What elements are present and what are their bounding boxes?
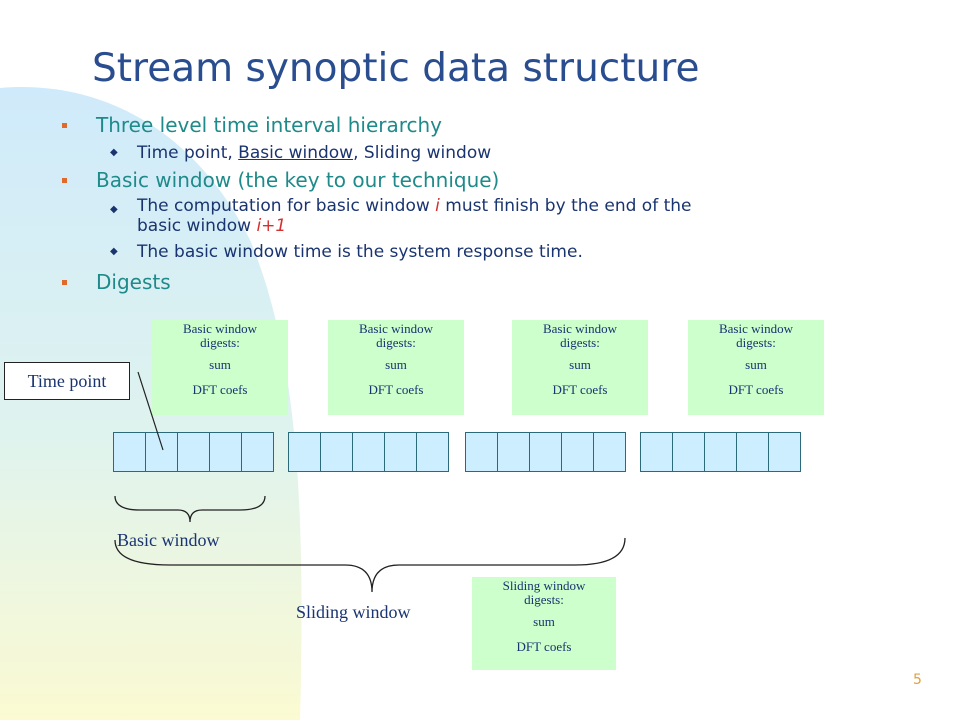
diamond-bullet-icon: ◆ [110,204,118,215]
bullet-hierarchy: Three level time interval hierarchy [62,113,443,137]
digest-subheading: digests: [524,592,564,607]
digest-sum: sum [533,614,555,629]
time-point-label: Time point [27,371,107,391]
square-bullet-icon [62,123,67,128]
time-point-cell [640,432,673,472]
time-point-cell [736,432,769,472]
bullet-text: Basic window (the key to our technique) [96,168,500,192]
digest-dft: DFT coefs [192,382,248,397]
digest-sum: sum [209,357,231,372]
time-point-cell [465,432,498,472]
sub-bullet-text: The computation for basic window [137,196,436,216]
time-point-cell [593,432,626,472]
digest-subheading: digests: [200,335,240,350]
basic-window-digest-box: Basic window digests: sum DFT coefs [688,320,824,415]
sub-bullet-computation: ◆ The computation for basic window i mus… [110,196,692,236]
time-point-cell [288,432,321,472]
sub-bullet-response-time: ◆ The basic window time is the system re… [110,242,583,262]
index-i-plus-1: i+1 [256,216,287,236]
digest-subheading: digests: [560,335,600,350]
sub-bullet-text-mid: must finish by the end of the [439,196,692,216]
digest-heading: Basic window [718,321,794,336]
time-point-cell [497,432,530,472]
time-point-cell [529,432,562,472]
square-bullet-icon [62,280,67,285]
digest-subheading: digests: [376,335,416,350]
time-point-cell [113,432,146,472]
digest-heading: Basic window [542,321,618,336]
digest-subheading: digests: [736,335,776,350]
sub-bullet-time-levels: ◆ Time point, Basic window, Sliding wind… [110,143,492,163]
time-point-cell [177,432,210,472]
time-point-cell [672,432,705,472]
time-point-cell [416,432,449,472]
basic-window-link[interactable]: Basic window [238,143,354,163]
time-point-cell [209,432,242,472]
square-bullet-icon [62,178,67,183]
bullet-basic-window: Basic window (the key to our technique) [62,168,500,192]
digest-dft: DFT coefs [516,639,572,654]
time-point-label-box: Time point [4,362,130,400]
digest-dft: DFT coefs [368,382,424,397]
sub-bullet-text-end: , Sliding window [353,143,492,163]
time-point-cell [145,432,178,472]
digest-sum: sum [569,357,591,372]
digest-dft: DFT coefs [728,382,784,397]
basic-window-digest-box: Basic window digests: sum DFT coefs [328,320,464,415]
basic-window-digest-box: Basic window digests: sum DFT coefs [512,320,648,415]
basic-window-digest-box: Basic window digests: sum DFT coefs [152,320,288,415]
time-point-cell [241,432,274,472]
diamond-bullet-icon: ◆ [110,147,118,158]
diamond-bullet-icon: ◆ [110,246,118,257]
time-point-cell [768,432,801,472]
digest-heading: Sliding window [502,578,586,593]
bullet-digests: Digests [62,270,171,294]
time-point-cell [384,432,417,472]
bullet-text: Digests [96,270,171,294]
time-point-cell [704,432,737,472]
digest-heading: Basic window [182,321,258,336]
sub-bullet-text: Time point, [137,143,239,163]
digest-sum: sum [745,357,767,372]
index-i: i [435,196,440,216]
time-point-cell [320,432,353,472]
sliding-window-digest-box: Sliding window digests: sum DFT coefs [472,577,616,670]
slide-title: Stream synoptic data structure [92,46,700,91]
time-point-cell [561,432,594,472]
bullet-text: Three level time interval hierarchy [96,113,443,137]
time-point-cell [352,432,385,472]
sliding-window-label: Sliding window [296,602,411,622]
sub-bullet-text: The basic window time is the system resp… [137,242,583,262]
page-number: 5 [913,672,922,688]
digest-dft: DFT coefs [552,382,608,397]
basic-window-label: Basic window [117,530,220,550]
digest-sum: sum [385,357,407,372]
sub-bullet-text-line2: basic window [137,216,257,236]
digest-heading: Basic window [358,321,434,336]
